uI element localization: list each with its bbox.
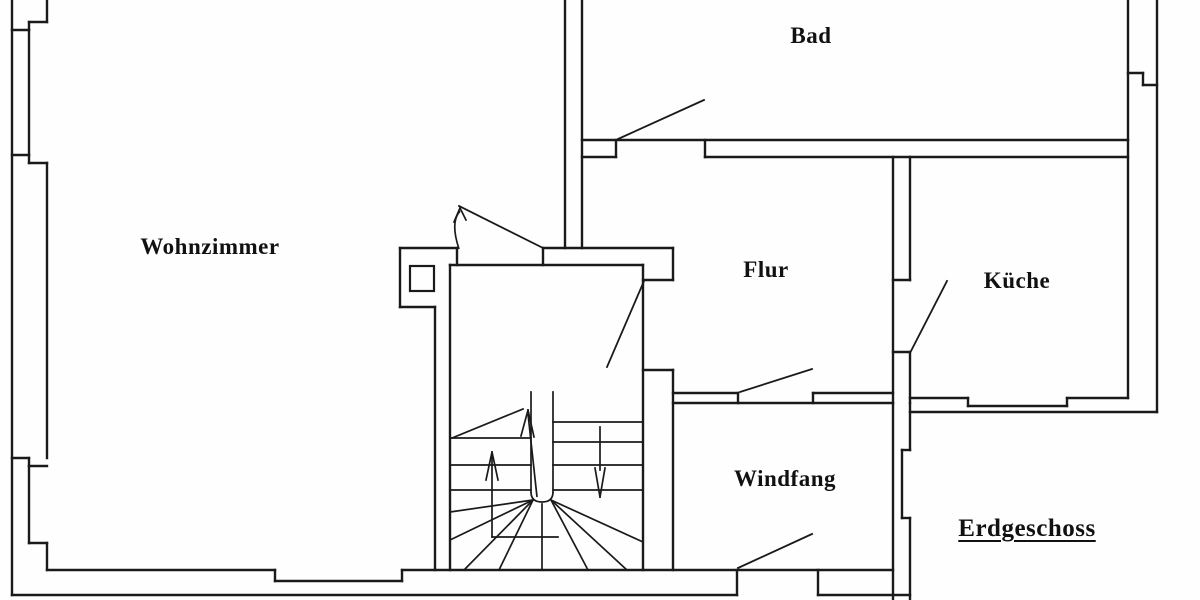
room-label-windfang: Windfang [733, 466, 837, 491]
room-label-flur: Flur [743, 257, 789, 282]
room-label-kueche: Küche [983, 268, 1051, 293]
chimney-flue [408, 264, 436, 293]
door-swings-layer [457, 98, 949, 570]
room-label-wohnzimmer: Wohnzimmer [140, 234, 280, 259]
stairs-layer [448, 391, 645, 572]
room-label-bad: Bad [790, 23, 832, 48]
walls-layer [10, 0, 1159, 600]
floor-title-erdgeschoss: Erdgeschoss [958, 515, 1096, 542]
stair-direction-arrows-layer [452, 206, 606, 538]
